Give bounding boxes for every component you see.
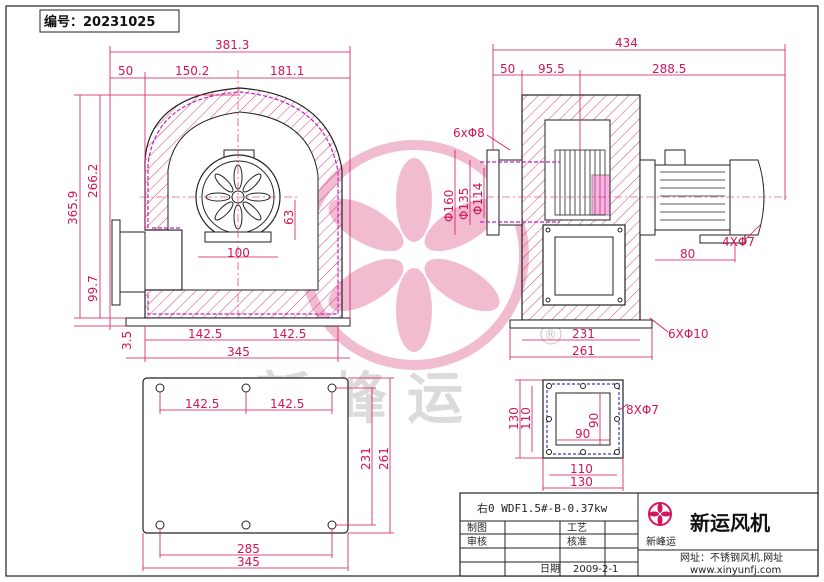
base-dim-231: 231	[359, 447, 373, 470]
front-dim-50: 50	[118, 64, 133, 78]
side-dim-phi160: Φ160	[442, 190, 456, 222]
company-name: 新运风机	[690, 511, 770, 535]
doc-number-box	[39, 9, 180, 33]
base-plate	[142, 377, 349, 534]
label-approve: 核准	[567, 535, 587, 548]
front-dim-bottom-1: 142.5	[188, 327, 222, 341]
flange-dim-90-h: 90	[575, 427, 590, 441]
website-url: www.xinyunfj.com	[690, 565, 781, 576]
label-review: 审核	[467, 535, 487, 548]
side-dim-50: 50	[500, 62, 515, 76]
flange-dim-8xphi7: 8XΦ7	[626, 403, 659, 417]
side-view: 434 50 95.5 288.5 6xΦ8 Φ160 Φ135 Φ114 4X…	[442, 36, 790, 360]
title-model: 右0 WDF1.5#-B-0.37kw	[477, 501, 608, 515]
flange-dim-130-v: 130	[507, 407, 521, 430]
base-dim-345: 345	[237, 555, 260, 569]
front-dim-345: 345	[227, 345, 250, 359]
base-dim-142-b: 142.5	[270, 397, 304, 411]
flange-dim-130-h: 130	[570, 475, 593, 489]
label-process: 工艺	[567, 522, 587, 534]
base-plate-view: 142.5 142.5 285 345 231 261	[142, 377, 394, 571]
flange-dim-110-v: 110	[519, 407, 533, 430]
title-date: 2009-2-1	[573, 564, 618, 575]
title-block: 右0 WDF1.5#-B-0.37kw 制图 审核 工艺 核准 日期 2009-…	[459, 492, 819, 577]
drawing-border	[5, 5, 819, 577]
outlet-flange-view: 130 110 90 90 8XΦ7 110 130	[507, 379, 659, 491]
front-dim-total: 381.3	[215, 38, 249, 52]
side-dim-288: 288.5	[652, 62, 686, 76]
side-dim-4xphi7: 4XΦ7	[722, 235, 755, 249]
side-dim-80: 80	[680, 247, 695, 261]
side-dim-95: 95.5	[538, 62, 565, 76]
front-dim-100: 100	[227, 246, 250, 260]
front-dim-365: 365.9	[66, 191, 80, 225]
logo-text: 新峰运	[646, 535, 676, 548]
side-dim-phi114: Φ114	[471, 183, 485, 215]
flange-dim-110-h: 110	[570, 462, 593, 476]
flange-dim-90-v: 90	[587, 413, 601, 428]
company-logo	[648, 502, 672, 526]
front-dim-266: 266.2	[86, 164, 100, 198]
registered-mark: ®	[544, 328, 557, 343]
side-dim-434: 434	[615, 36, 638, 50]
side-dim-6xphi8: 6xΦ8	[453, 126, 485, 140]
base-dim-261: 261	[377, 447, 391, 470]
front-dim-3-5: 3.5	[120, 331, 134, 350]
front-dim-63: 63	[282, 210, 296, 225]
side-dim-261: 261	[572, 344, 595, 358]
front-dim-99: 99.7	[86, 275, 100, 302]
label-drawn: 制图	[467, 521, 487, 534]
website-label: 网址：不锈钢风机.网址	[680, 551, 783, 564]
front-dim-150: 150.2	[175, 64, 209, 78]
front-view: 381.3 50 150.2 181.1 266.2 365.9 99.7 3.…	[66, 38, 351, 362]
base-dim-142-a: 142.5	[185, 397, 219, 411]
side-dim-6xphi10: 6XΦ10	[668, 327, 709, 341]
front-dim-bottom-2: 142.5	[272, 327, 306, 341]
doc-number: 编号：20231025	[44, 14, 155, 30]
label-date: 日期	[540, 563, 560, 575]
front-dim-181: 181.1	[270, 64, 304, 78]
base-dim-285: 285	[237, 542, 260, 556]
side-dim-phi135: Φ135	[457, 188, 471, 220]
side-dim-231: 231	[572, 327, 595, 341]
